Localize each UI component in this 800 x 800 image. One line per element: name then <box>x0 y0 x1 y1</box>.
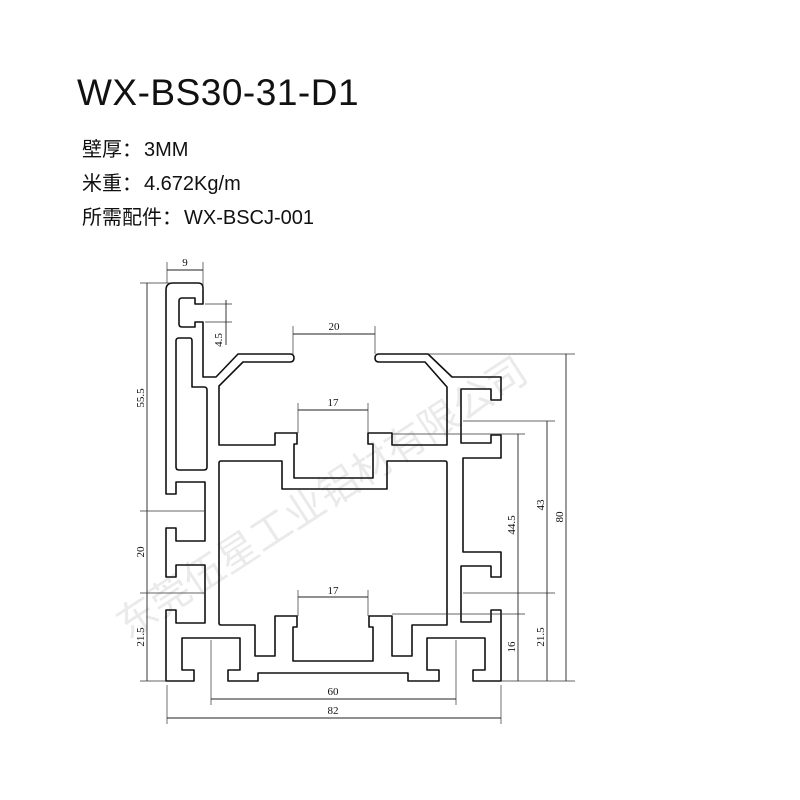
spec-value: 4.672Kg/m <box>144 173 241 195</box>
dim-20-left: 20 <box>135 546 147 558</box>
dim-21-5-left: 21.5 <box>135 627 147 647</box>
dim-16: 16 <box>506 641 518 653</box>
dim-20-top: 20 <box>329 321 341 333</box>
dim-60: 60 <box>328 686 340 698</box>
product-title: WX-BS30-31-D1 <box>77 72 360 113</box>
profile-outline <box>165 282 502 682</box>
dim-17-top: 17 <box>328 397 340 409</box>
left-hollow <box>175 337 208 471</box>
spec-label: 米重： <box>82 173 142 195</box>
dim-82: 82 <box>328 705 339 717</box>
dim-17-bottom: 17 <box>328 585 340 597</box>
dim-9: 9 <box>182 257 188 269</box>
spec-value: WX-BSCJ-001 <box>184 207 315 229</box>
dim-21-5-right: 21.5 <box>535 627 547 647</box>
spec-accessory: 所需配件：WX-BSCJ-001 <box>82 201 314 230</box>
central-chamber <box>218 460 448 662</box>
spec-label: 所需配件： <box>82 207 182 229</box>
spec-value: 3MM <box>144 139 189 161</box>
dim-55-5: 55.5 <box>135 388 147 408</box>
dimension-lines <box>140 262 575 724</box>
dim-4-5: 4.5 <box>213 333 225 347</box>
dim-43: 43 <box>535 499 547 511</box>
spec-weight: 米重：4.672Kg/m <box>82 167 241 196</box>
watermark: 东莞伍星工业铝材有限公司 <box>108 348 536 648</box>
spec-label: 壁厚： <box>82 139 142 161</box>
dim-80: 80 <box>554 511 566 523</box>
dim-44-5: 44.5 <box>506 515 518 535</box>
spec-wall-thickness: 壁厚：3MM <box>82 133 188 162</box>
